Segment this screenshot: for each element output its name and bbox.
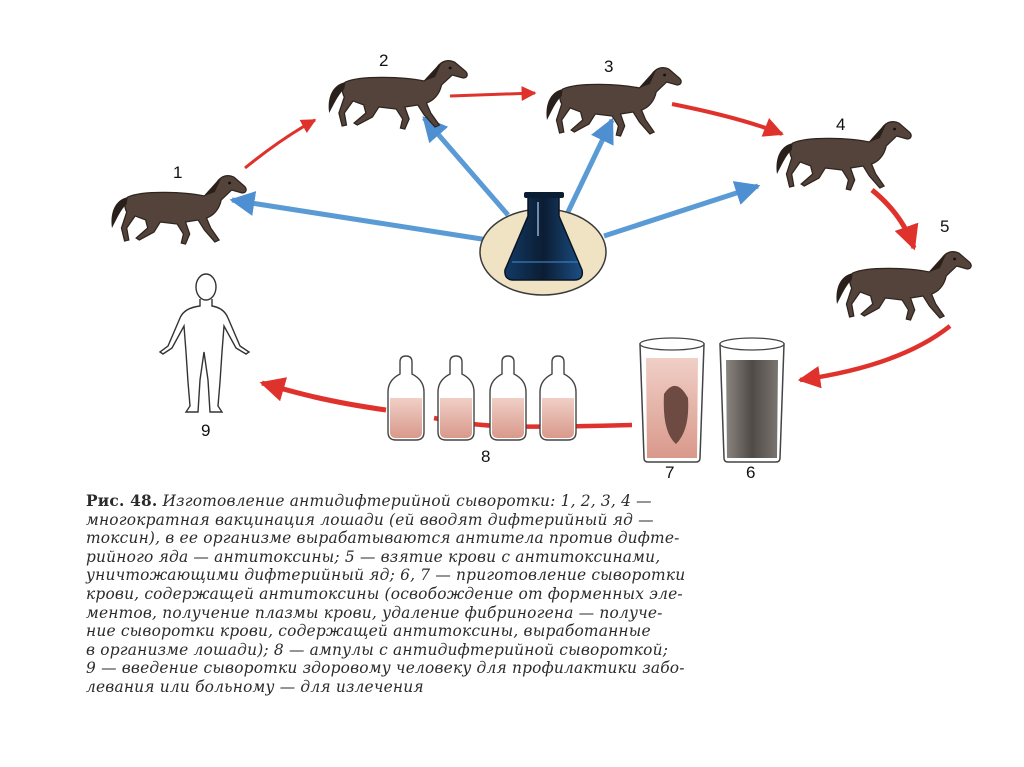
blue-arrow-to-horse-1 — [232, 200, 488, 240]
label-human: 9 — [201, 421, 210, 440]
ampoules-group — [388, 356, 576, 440]
label-horse-2: 2 — [379, 51, 388, 70]
red-arrow-1-2 — [245, 120, 315, 168]
red-arrow-5-tubes — [800, 326, 950, 380]
caption-line-10: 9 — введение сыворотки здоровому человек… — [86, 659, 1006, 678]
caption-line-9: в организме лошади); 8 — ампулы с антиди… — [86, 641, 1006, 660]
label-horse-4: 4 — [836, 115, 845, 134]
caption-line-11: левания или больному — для излечения — [86, 678, 1006, 697]
ampoule-1 — [388, 356, 424, 440]
label-tube-6: 6 — [746, 463, 755, 482]
tube-7-icon — [640, 338, 704, 462]
red-arrow-2-3 — [450, 93, 535, 96]
caption-line-7: ментов, получение плазмы крови, удаление… — [86, 604, 1006, 623]
caption-line-3: токсин), в ее организме вырабатываются а… — [86, 529, 1006, 548]
caption-line-1: Рис. 48. Изготовление антидифтерийной сы… — [86, 492, 1006, 511]
label-horse-3: 3 — [604, 57, 613, 76]
ampoule-3 — [490, 356, 526, 440]
label-horse-5: 5 — [940, 217, 949, 236]
label-tube-7: 7 — [665, 463, 674, 482]
label-ampoules: 8 — [481, 447, 490, 466]
figure-caption: Рис. 48. Изготовление антидифтерийной сы… — [86, 492, 1006, 697]
red-arrow-to-human-end — [262, 383, 386, 410]
red-arrow-3-4 — [672, 104, 782, 134]
caption-lead: Рис. 48. — [86, 492, 157, 510]
horse-1-icon — [111, 176, 246, 244]
serum-production-diagram: 1 2 3 4 5 6 7 8 9 — [0, 0, 1024, 490]
caption-line-4: рийного яда — антитоксины; 5 — взятие кр… — [86, 548, 1006, 567]
blue-arrow-to-horse-4 — [604, 186, 758, 236]
horse-3-icon — [546, 68, 681, 136]
caption-line-6: крови, содержащей антитоксины (освобожде… — [86, 585, 1006, 604]
human-silhouette-icon — [160, 274, 249, 412]
blue-arrow-to-horse-3 — [568, 120, 612, 212]
tube-6-icon — [720, 338, 784, 462]
ampoule-2 — [438, 356, 474, 440]
horse-5-icon — [836, 252, 971, 320]
caption-line-5: уничтожающими дифтерийный яд; 6, 7 — при… — [86, 566, 1006, 585]
horse-2-icon — [329, 61, 467, 129]
ampoule-4 — [540, 356, 576, 440]
caption-line-8: ние сыворотки крови, содержащей антитокс… — [86, 622, 1006, 641]
label-horse-1: 1 — [173, 163, 182, 182]
blue-arrow-to-horse-2 — [424, 118, 508, 215]
caption-line-2: многократная вакцинация лошади (ей вводя… — [86, 511, 1006, 530]
red-arrow-4-5 — [872, 190, 914, 248]
